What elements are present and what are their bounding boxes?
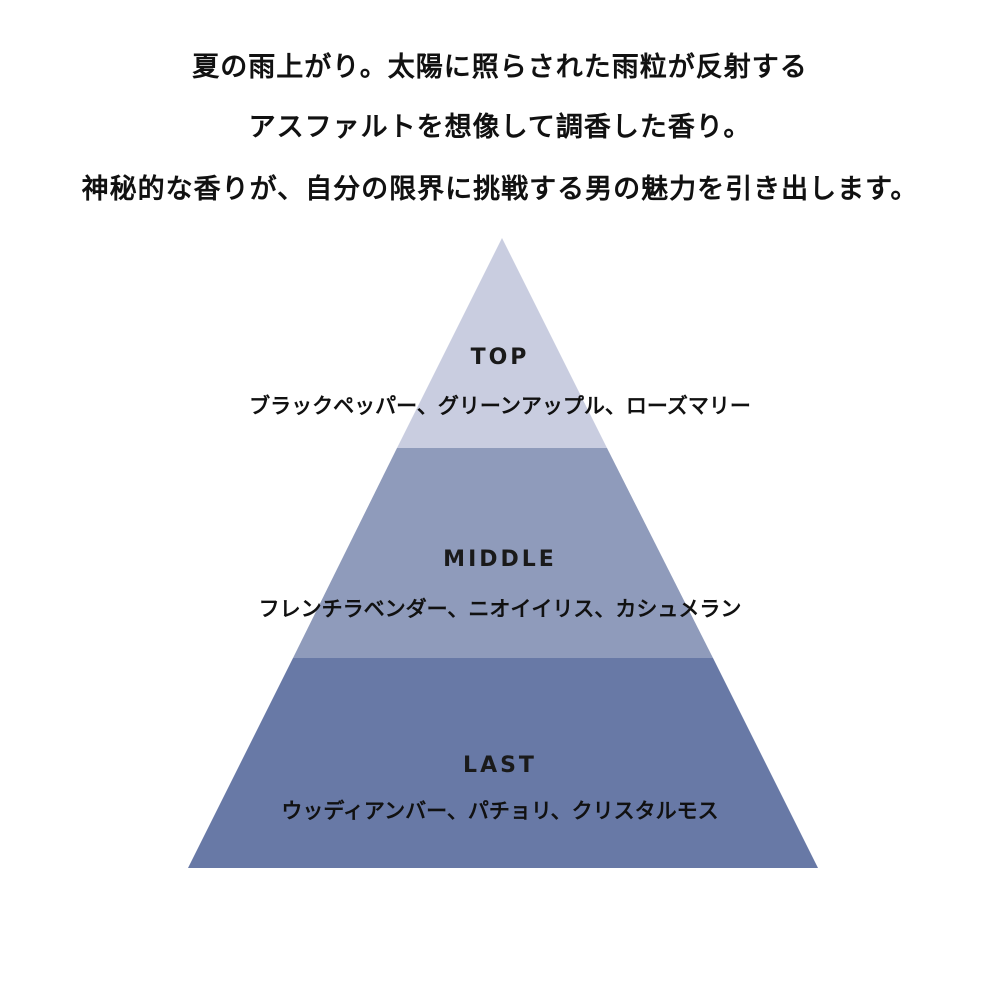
pyramid-tier-middle bbox=[293, 448, 713, 658]
last-notes: ウッディアンバー、パチョリ、クリスタルモス bbox=[281, 799, 719, 823]
middle-label: MIDDLE bbox=[443, 547, 557, 572]
last-label: LAST bbox=[463, 753, 537, 778]
top-notes: ブラックペッパー、グリーンアップル、ローズマリー bbox=[249, 394, 751, 418]
intro-line-1: 夏の雨上がり。太陽に照らされた雨粒が反射する bbox=[192, 52, 808, 83]
middle-notes: フレンチラベンダー、ニオイイリス、カシュメラン bbox=[258, 597, 742, 621]
intro-line-3: 神秘的な香りが、自分の限界に挑戦する男の魅力を引き出します。 bbox=[81, 174, 919, 205]
top-label: TOP bbox=[470, 345, 530, 370]
pyramid-tier-last bbox=[188, 658, 818, 868]
intro-line-2: アスファルトを想像して調香した香り。 bbox=[248, 112, 752, 143]
pyramid-tier-top bbox=[397, 238, 607, 448]
